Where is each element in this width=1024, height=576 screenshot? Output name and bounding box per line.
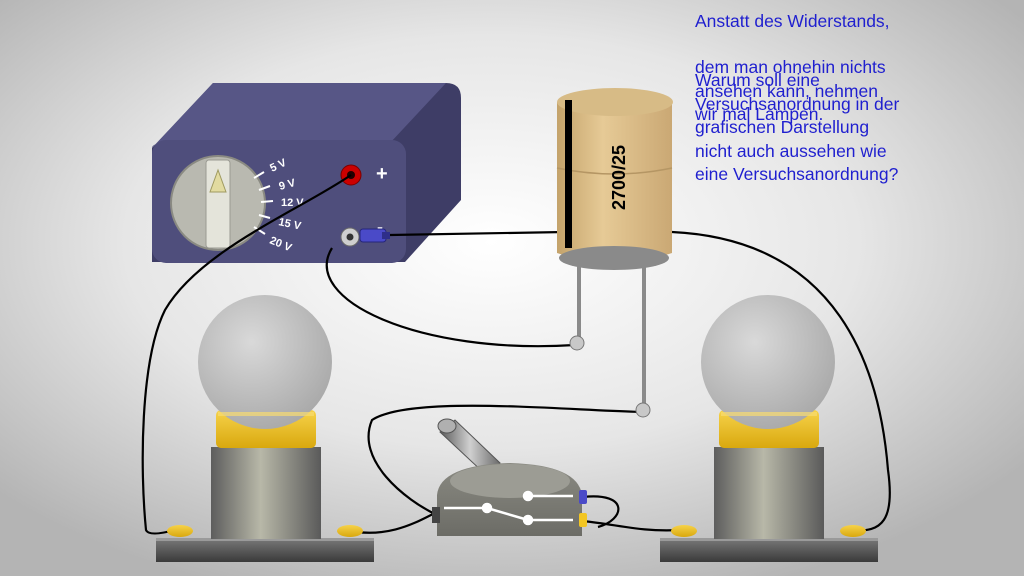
- overlay-text-b: dem man ohnehin nichts ansehen kann, neh…: [695, 57, 886, 124]
- wires: [141, 174, 891, 535]
- voltage-scale: [253, 171, 274, 235]
- wire-cap-to-right-lamp: [671, 230, 891, 532]
- positive-label: +: [376, 163, 388, 185]
- switch-symbol: [444, 490, 573, 526]
- wire-switch-top: [582, 495, 620, 529]
- knob-pointer-icon: [209, 168, 227, 193]
- lamp-left-base-plate: [156, 538, 374, 562]
- lamp-left: [156, 295, 374, 562]
- lamp-right-bulb: [701, 295, 835, 429]
- wire-switch-to-right-lamp: [582, 519, 681, 532]
- negative-label: -: [377, 217, 383, 237]
- capacitor: 2700/25: [556, 88, 673, 418]
- wire-plus-to-left-lamp: [141, 174, 352, 535]
- lamp-right-socket: [714, 447, 824, 539]
- lamp-left-terminal-2: [337, 525, 363, 537]
- lamp-left-socket: [211, 447, 321, 539]
- switch-terminal-yellow: [579, 513, 587, 527]
- voltage-label-12: 12 V: [281, 197, 304, 209]
- wire-minus-to-cap: [325, 247, 576, 348]
- voltage-label-9: 9 V: [278, 177, 298, 193]
- lamp-left-terminal-1: [167, 525, 193, 537]
- overlay-text-a: Anstatt des Widerstands,: [695, 11, 890, 31]
- lamp-right-base-plate: [660, 538, 878, 562]
- capacitor-bottom: [559, 246, 669, 270]
- lamp-left-bulb: [198, 295, 332, 429]
- lamp-right: [660, 295, 878, 562]
- wire-plug-to-cap: [389, 230, 566, 237]
- wire-cap-to-switch: [367, 404, 644, 516]
- capacitor-polarity-stripe: [565, 100, 572, 248]
- capacitor-body: [557, 93, 672, 263]
- capacitor-label: 2700/25: [609, 145, 629, 210]
- power-supply: 5 V 9 V 12 V 15 V 20 V + -: [152, 83, 461, 263]
- overlay-text-c: Warum soll eine Versuchsanordnung in der…: [695, 70, 900, 184]
- lamp-right-terminal-1: [671, 525, 697, 537]
- switch-terminal-blue: [579, 490, 587, 504]
- voltage-knob-grip[interactable]: [205, 159, 231, 249]
- voltage-label-15: 15 V: [277, 216, 302, 233]
- toggle-switch[interactable]: [432, 418, 587, 536]
- lamp-right-terminal-2: [840, 525, 866, 537]
